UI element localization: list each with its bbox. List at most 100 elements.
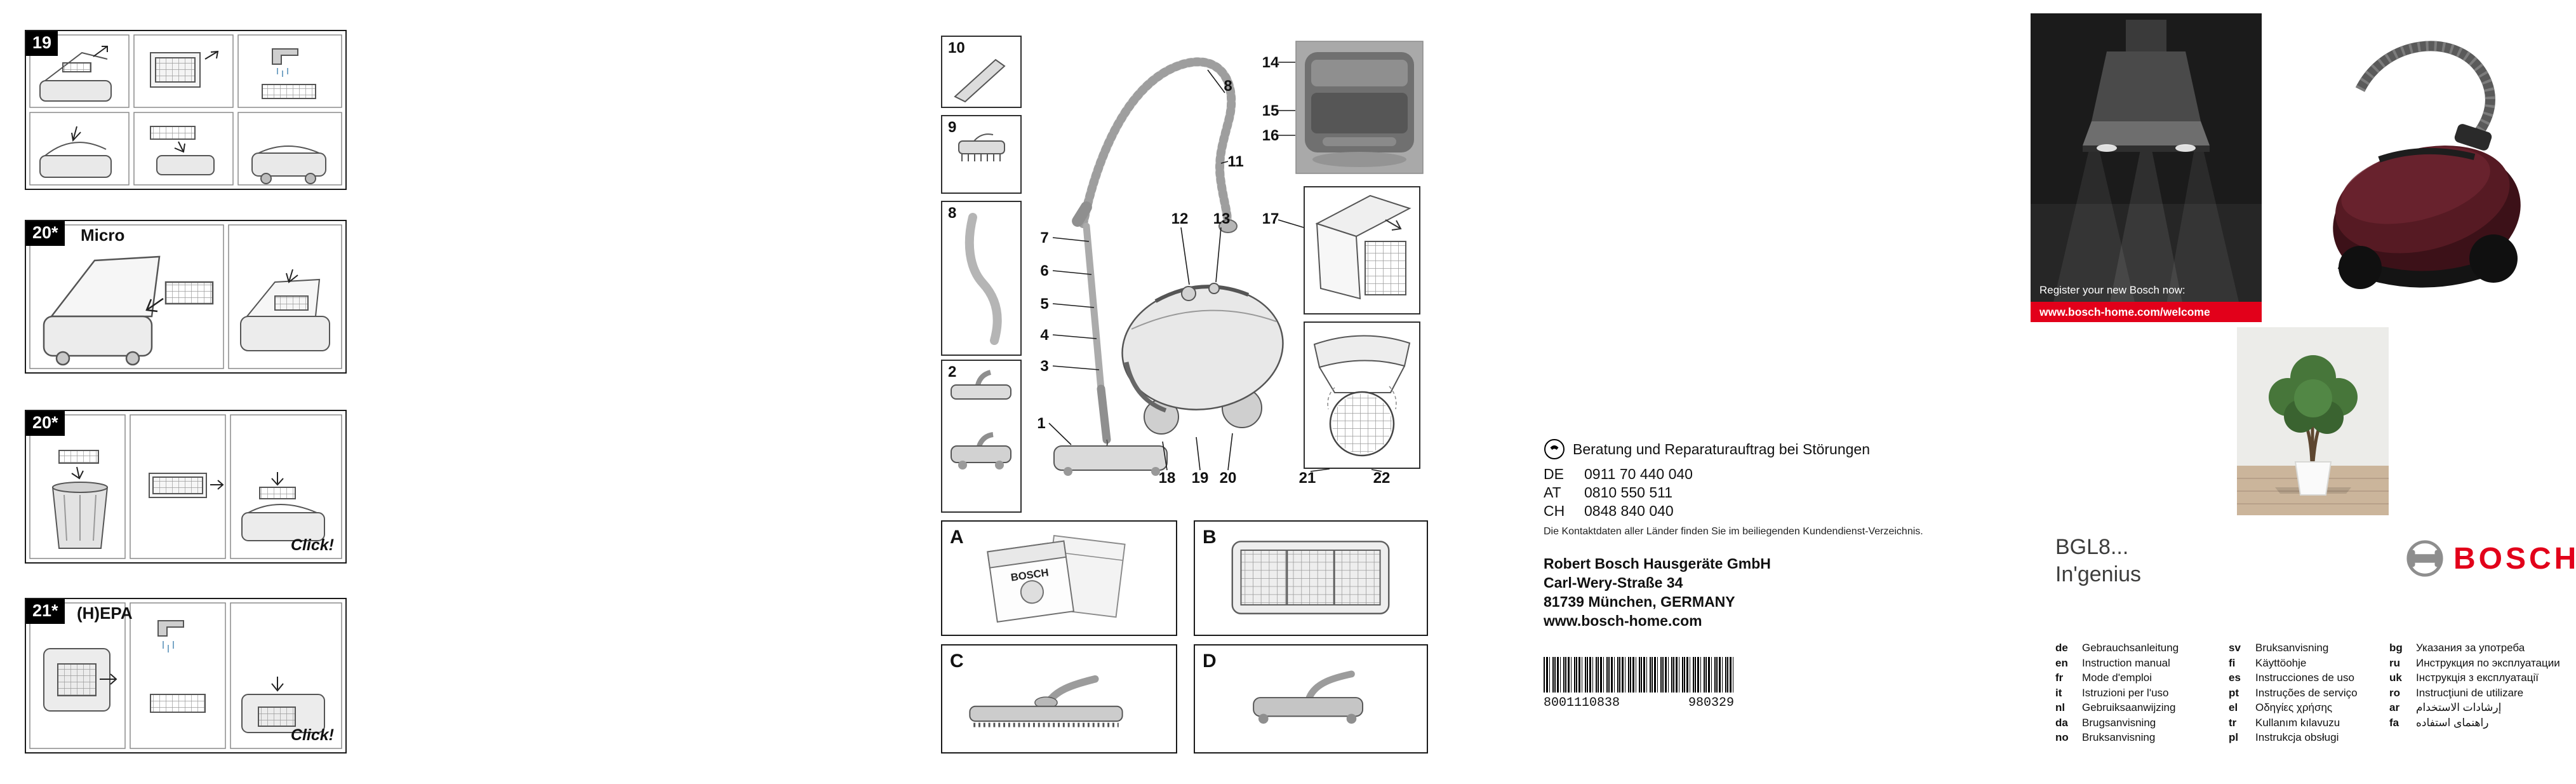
part-callout-15: 15 bbox=[1262, 102, 1279, 119]
open-vacuum-icon bbox=[39, 46, 112, 102]
step-frames bbox=[29, 414, 342, 559]
language-code: es bbox=[2229, 672, 2241, 684]
language-row: no Bruksanvisning bbox=[2055, 730, 2222, 745]
product-photo bbox=[2265, 13, 2576, 322]
filter-steps-panel-20: 20* Click! bbox=[25, 410, 347, 564]
click-label: Click! bbox=[290, 726, 334, 744]
crevice-nozzle-icon bbox=[954, 58, 1006, 103]
language-label: Інструкція з експлуатації bbox=[2416, 672, 2539, 684]
hard-floor-nozzle-illustration bbox=[969, 675, 1123, 727]
language-label: Käyttöohje bbox=[2255, 656, 2307, 669]
part-callout-1: 1 bbox=[1037, 415, 1045, 432]
bosch-logo: BOSCH bbox=[2405, 539, 2576, 578]
part-callout-12: 12 bbox=[1171, 210, 1189, 227]
language-code: el bbox=[2229, 701, 2238, 713]
language-label: راهنمای استفاده bbox=[2416, 716, 2489, 729]
model-block: BGL8... In'genius bbox=[2055, 534, 2141, 588]
power-button bbox=[1181, 286, 1196, 301]
filter-steps-panel-20-micro: 20* Micro bbox=[25, 220, 347, 374]
language-label: Gebrauchsanleitung bbox=[2082, 642, 2179, 654]
panel-20-illustration bbox=[29, 414, 342, 559]
language-row: de Gebrauchsanleitung bbox=[2055, 640, 2222, 656]
plant-in-pot-photo bbox=[2237, 327, 2389, 515]
language-code: bg bbox=[2389, 642, 2403, 654]
exhaust-filter-illustration bbox=[1231, 541, 1390, 614]
small-nozzle-illustration bbox=[1253, 670, 1364, 724]
language-code: uk bbox=[2389, 672, 2402, 684]
panel-subtitle: (H)EPA bbox=[77, 604, 133, 623]
refit-hepa-icon bbox=[241, 677, 325, 733]
dust-bags-illustration: BOSCH bbox=[987, 534, 1126, 623]
barcode-number-left: 8001110838 bbox=[1544, 696, 1620, 710]
vacuum-insert-icon bbox=[241, 472, 325, 541]
panel-subtitle: Micro bbox=[81, 226, 125, 245]
contact-block: Beratung und Reparaturauftrag bei Störun… bbox=[1544, 438, 1950, 710]
part-callout-14: 14 bbox=[1262, 54, 1279, 71]
part-callout-4: 4 bbox=[1040, 327, 1049, 344]
step-frames bbox=[29, 34, 342, 186]
language-code: ro bbox=[2389, 686, 2400, 699]
canister-body bbox=[1121, 286, 1284, 410]
manufacturer-address: Robert Bosch Hausgeräte GmbH Carl-Wery-S… bbox=[1544, 554, 1950, 630]
register-text: Register your new Bosch now: bbox=[2039, 284, 2186, 296]
part-callout-19: 19 bbox=[1192, 470, 1209, 487]
language-code: de bbox=[2055, 642, 2068, 654]
part-callout-18: 18 bbox=[1159, 470, 1176, 487]
upholstery-nozzle-icon bbox=[958, 133, 1005, 161]
service-heading: Beratung und Reparaturauftrag bei Störun… bbox=[1573, 440, 1870, 457]
language-label: Instrucciones de uso bbox=[2255, 672, 2354, 684]
accessory-box-b: B bbox=[1194, 520, 1428, 636]
accessory-box-frames bbox=[941, 36, 1022, 513]
vacuum-cleaner-photo bbox=[2265, 13, 2576, 322]
closed-vacuum-icon bbox=[251, 145, 326, 184]
floor-nozzle-icons bbox=[951, 370, 1011, 470]
new-filter-icon bbox=[149, 473, 224, 498]
language-label: Bruksanvisning bbox=[2082, 731, 2156, 743]
box-letter-a: A bbox=[950, 527, 964, 548]
language-code: pl bbox=[2229, 731, 2239, 743]
barcode-block: 8001110838 980329 bbox=[1544, 657, 1734, 710]
model-number: BGL8... bbox=[2055, 535, 2129, 559]
language-code: pt bbox=[2229, 686, 2239, 699]
box-letter-d: D bbox=[1203, 651, 1217, 672]
filter-steps-panel-19: 19 bbox=[25, 30, 347, 190]
callout-leader-lines bbox=[1048, 62, 1382, 472]
box-letter-b: B bbox=[1203, 527, 1217, 548]
accessory-box-c: C bbox=[941, 644, 1177, 754]
language-label: Instrukcja obsługi bbox=[2255, 731, 2339, 743]
language-label: Bruksanvisning bbox=[2255, 642, 2329, 654]
floor-nozzle bbox=[1053, 445, 1168, 471]
language-label: إرشادات الاستخدام bbox=[2416, 701, 2502, 713]
phone-icon bbox=[1544, 439, 1565, 459]
box-label-10: 10 bbox=[948, 39, 965, 57]
part-callout-17: 17 bbox=[1262, 210, 1279, 227]
part-callout-16: 16 bbox=[1262, 127, 1279, 144]
accessory-box-d: D bbox=[1194, 644, 1428, 754]
filter-holder-icon bbox=[150, 50, 219, 88]
bosch-armature-icon bbox=[2406, 540, 2443, 577]
cord-button bbox=[1208, 283, 1220, 294]
language-label: Mode d'emploi bbox=[2082, 672, 2152, 684]
panel-19-illustration bbox=[29, 34, 342, 186]
country-code: DE bbox=[1544, 466, 1564, 482]
barcode-number-right: 980329 bbox=[1688, 696, 1734, 710]
part-callout-6: 6 bbox=[1040, 262, 1048, 280]
language-code: no bbox=[2055, 731, 2069, 743]
country-code: CH bbox=[1544, 503, 1565, 519]
wash-hepa-icon bbox=[150, 620, 206, 713]
trash-bin-icon bbox=[51, 450, 109, 549]
panel-number-chip: 20* bbox=[26, 221, 65, 246]
bumper bbox=[1124, 362, 1167, 413]
exploded-parts-diagram: 10 9 8 2 bbox=[941, 36, 1424, 513]
language-row: es Instrucciones de uso bbox=[2229, 670, 2385, 686]
language-row: pl Instrukcja obsługi bbox=[2229, 730, 2385, 745]
rear-view-detail bbox=[1295, 41, 1424, 174]
